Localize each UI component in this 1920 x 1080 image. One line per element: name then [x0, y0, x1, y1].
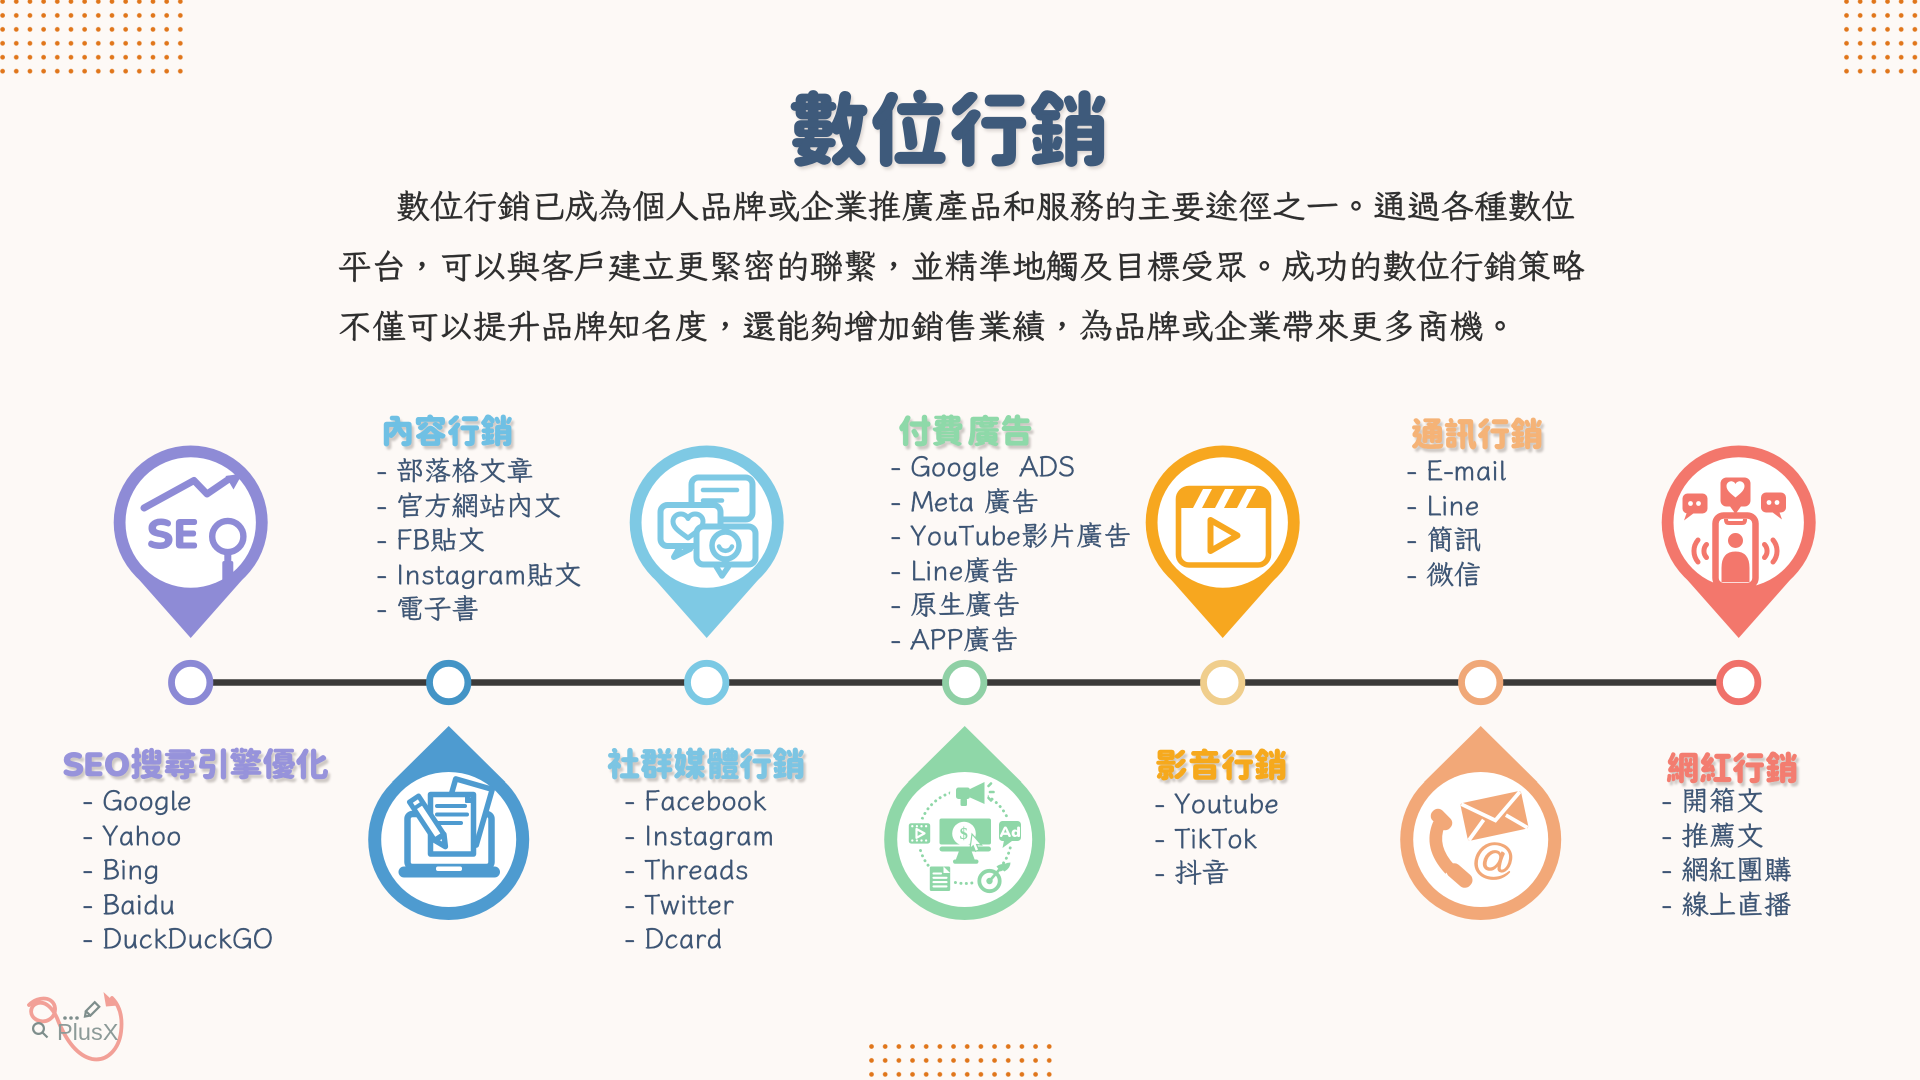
svg-text:$: $ [960, 822, 968, 844]
svg-text:@: @ [1468, 823, 1518, 897]
svg-text:SE: SE [146, 508, 199, 558]
svg-text:PlusX: PlusX [57, 1019, 119, 1045]
svg-text:Ad: Ad [1000, 823, 1021, 841]
